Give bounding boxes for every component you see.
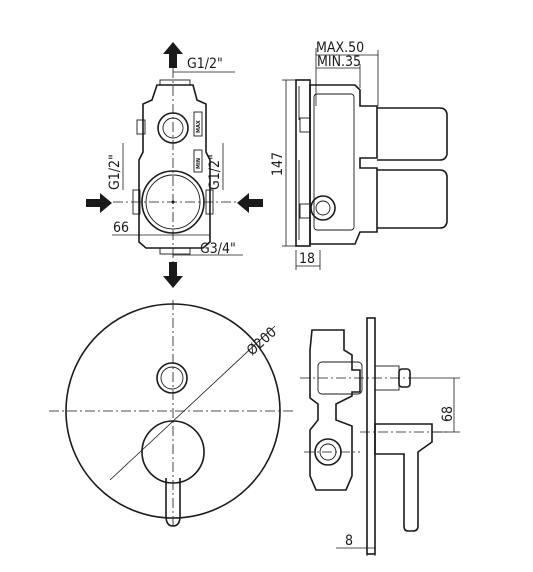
max-mark: MAX xyxy=(196,120,202,133)
height-147-label: 147 xyxy=(270,152,286,176)
depth-18-label: 18 xyxy=(299,251,315,267)
arrow-down-icon xyxy=(163,262,183,288)
assembly-side-view: 68 8 xyxy=(300,317,460,556)
width-66-label: 66 xyxy=(113,220,129,236)
min-mark: MIN xyxy=(196,158,202,169)
top-outlet-thread-label: G1/2" xyxy=(187,56,223,72)
bottom-thread-label: G3/4" xyxy=(200,241,236,257)
right-thread-label: G1/2" xyxy=(207,154,223,190)
arrow-right-icon xyxy=(86,193,112,213)
dim-68-label: 68 xyxy=(440,406,456,422)
arrow-up-icon xyxy=(163,42,183,68)
diameter-label: Ø200 xyxy=(244,324,280,359)
body-front-view: MAX MIN G1/2" G1/2" G1/2" 66 G3/4" xyxy=(86,42,263,288)
max-depth-label: MAX.50 xyxy=(316,40,364,56)
min-depth-label: MIN.35 xyxy=(317,54,361,70)
trim-front-view: Ø200 xyxy=(49,300,296,528)
dim-8-label: 8 xyxy=(345,533,353,549)
body-side-view: MAX.50 MIN.35 147 18 xyxy=(270,40,448,270)
arrow-left-icon xyxy=(237,193,263,213)
left-thread-label: G1/2" xyxy=(107,154,123,190)
